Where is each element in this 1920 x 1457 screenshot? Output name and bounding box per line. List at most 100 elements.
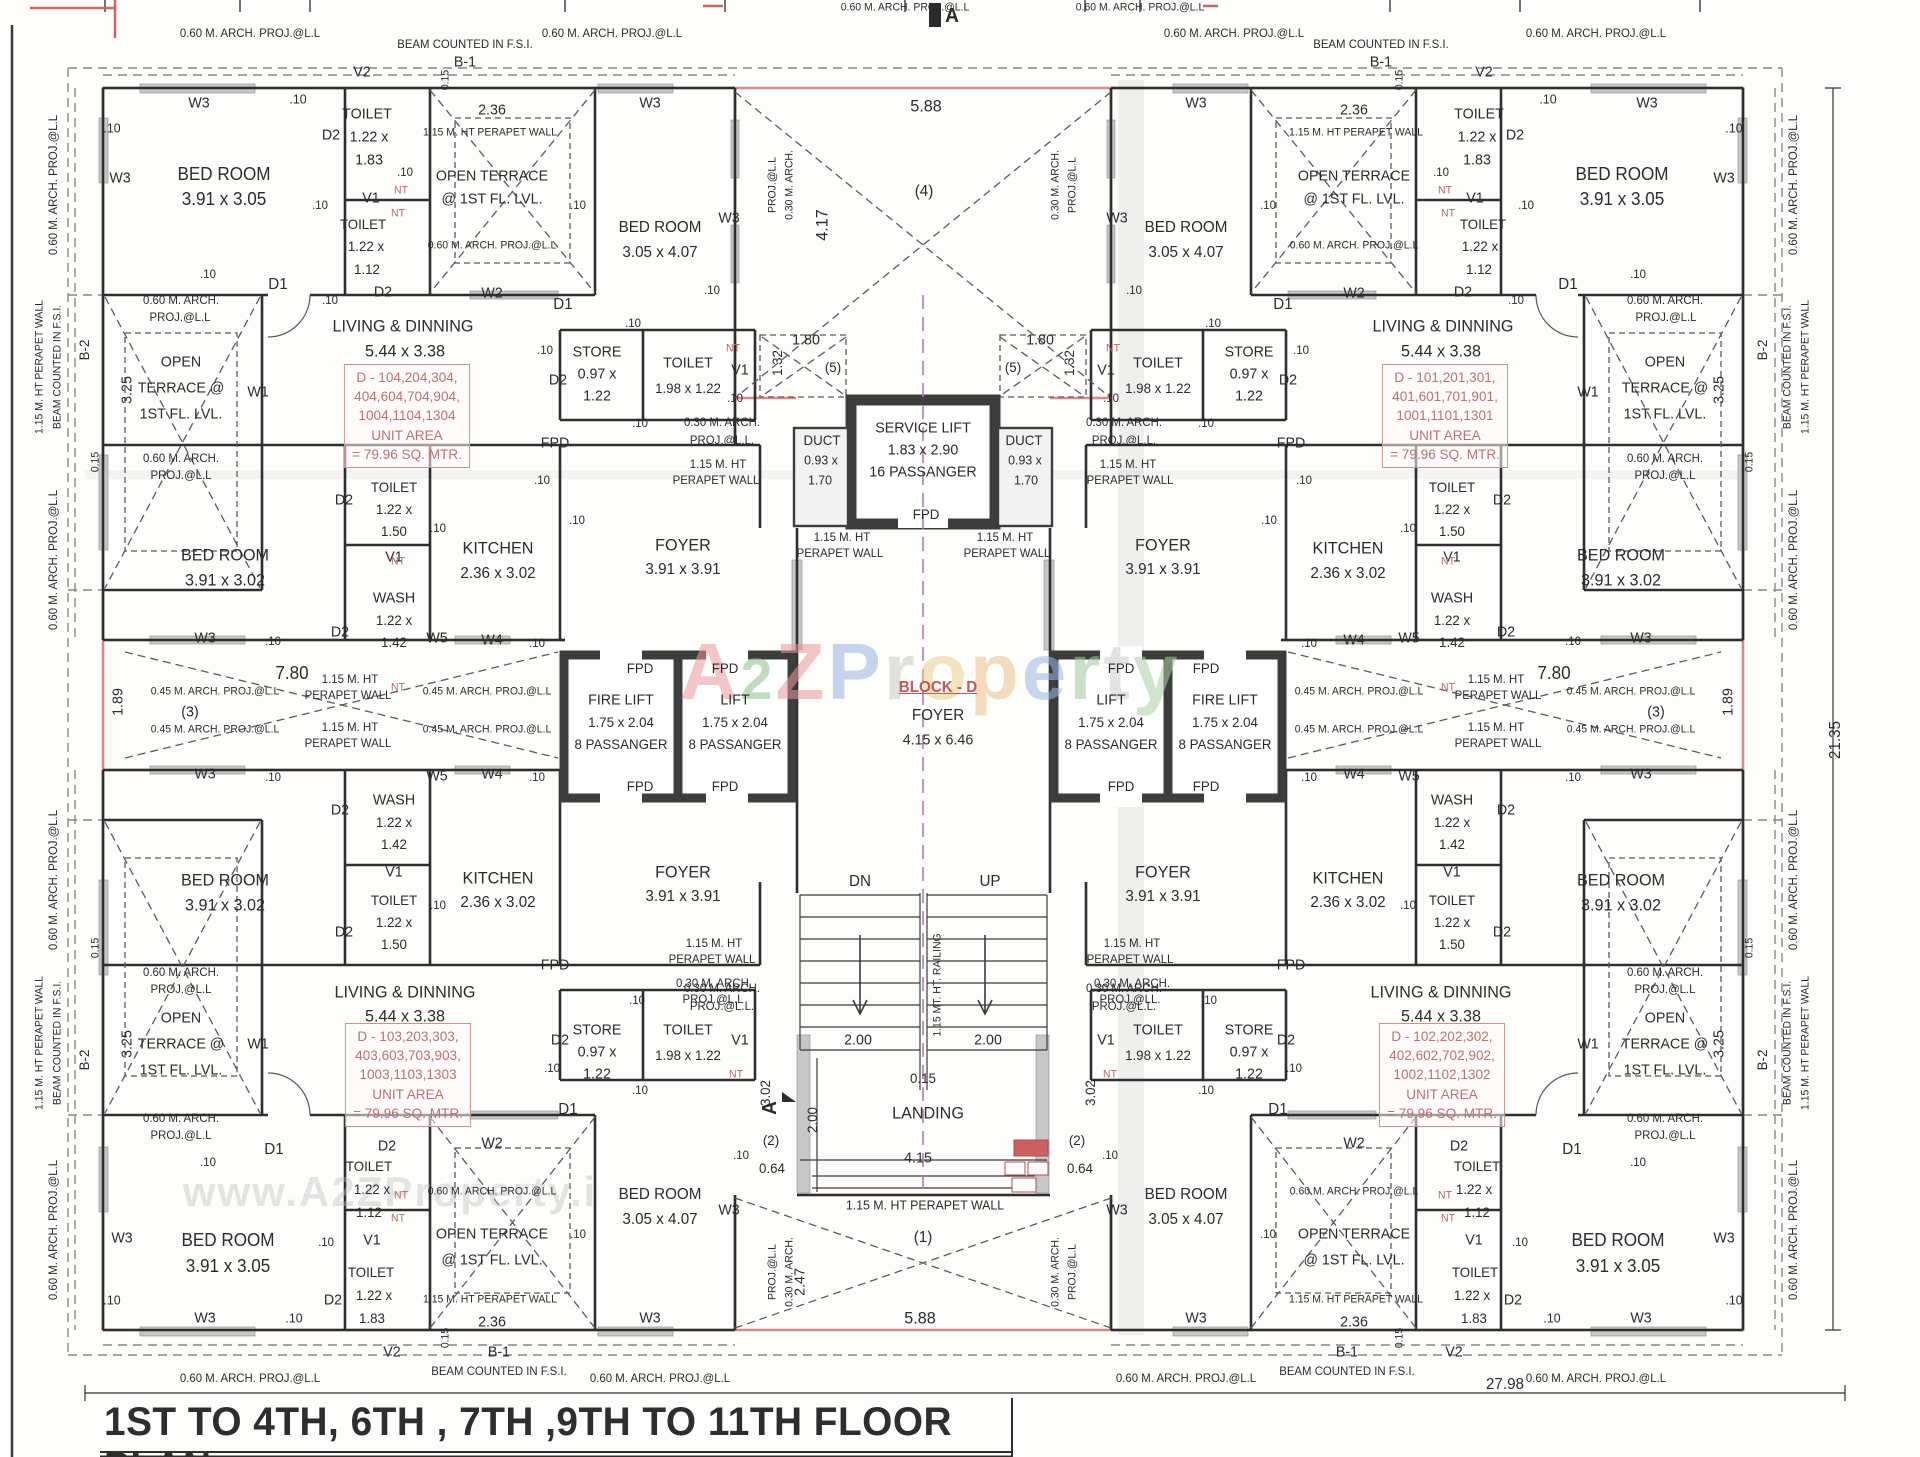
plan-label: 27.98 bbox=[1485, 1376, 1525, 1393]
plan-label: .10 bbox=[289, 91, 307, 107]
plan-label: PERAPET WALL bbox=[668, 952, 756, 966]
plan-label: 0.60 M. ARCH. PROJ.@L.L bbox=[1786, 809, 1800, 951]
plan-label: W1 bbox=[247, 1035, 269, 1053]
plan-label: .10 bbox=[534, 473, 550, 487]
plan-label: 4.17 bbox=[812, 209, 832, 241]
plan-label: 1.22 x bbox=[349, 128, 389, 146]
plan-label: 0.60 M. ARCH. PROJ.@L.L bbox=[1289, 1185, 1419, 1198]
plan-label: W3 bbox=[718, 1201, 740, 1219]
plan-label: PROJ.@L.L bbox=[1066, 1244, 1079, 1300]
plan-label: BED ROOM bbox=[1575, 164, 1669, 184]
plan-label: .10 bbox=[285, 1310, 303, 1326]
plan-label: .10 bbox=[1725, 1292, 1743, 1308]
plan-label: 1.12 bbox=[1466, 261, 1492, 277]
plan-label: 0.60 M. ARCH. bbox=[142, 1111, 220, 1125]
plan-label: W5 bbox=[1398, 629, 1420, 647]
plan-label: 3.05 x 4.07 bbox=[622, 244, 698, 261]
plan-label: 0.15 bbox=[439, 1327, 452, 1349]
plan-label: 1.12 bbox=[356, 1204, 382, 1220]
plan-label: OPEN bbox=[160, 1009, 202, 1027]
plan-label: D1 bbox=[1268, 1101, 1288, 1118]
plan-label: 0.97 x bbox=[577, 365, 617, 383]
plan-label: 2.00 bbox=[974, 1031, 1002, 1049]
plan-label: BEAM COUNTED IN F.S.I. bbox=[431, 1364, 567, 1378]
plan-label: 1.22 x bbox=[355, 1287, 393, 1303]
plan-label: D1 bbox=[1562, 1141, 1582, 1158]
plan-label: 3.91 x 3.05 bbox=[181, 189, 267, 209]
plan-label: KITCHEN bbox=[1312, 868, 1384, 888]
watermark-center: A2Z Property bbox=[680, 626, 1181, 718]
plan-label: D2 bbox=[1276, 1031, 1296, 1049]
plan-label: FPD bbox=[540, 434, 570, 452]
plan-label: V1 bbox=[385, 863, 403, 881]
plan-label: PROJ.@L.L bbox=[150, 982, 212, 996]
plan-label: 1.22 x bbox=[1461, 238, 1499, 254]
watermark-letter: r bbox=[883, 627, 918, 716]
plan-label: 0.60 M. ARCH. PROJ.@L.L bbox=[1786, 1159, 1800, 1301]
plan-label: FPD bbox=[711, 660, 739, 676]
plan-label: .10 bbox=[569, 513, 585, 527]
plan-label: 1.22 x bbox=[347, 238, 385, 254]
plan-label: OPEN TERRACE bbox=[1297, 167, 1411, 185]
plan-label: 0.60 M. ARCH. PROJ.@L.L bbox=[46, 809, 60, 951]
plan-label: 2.36 x 3.02 bbox=[460, 894, 536, 911]
plan-label: 0.30 M. ARCH. bbox=[783, 150, 796, 220]
plan-label: 1.22 x bbox=[1455, 1181, 1493, 1197]
plan-label: LANDING bbox=[892, 1103, 964, 1123]
plan-label: 0.45 M. ARCH. PROJ.@L.L bbox=[1566, 685, 1696, 698]
plan-label: PROJ.@L.L bbox=[682, 992, 744, 1006]
plan-label: NT bbox=[726, 342, 740, 355]
plan-label: 5.88 bbox=[904, 1308, 936, 1328]
plan-label: 0.97 x bbox=[1229, 365, 1269, 383]
plan-label: .10 bbox=[265, 770, 281, 784]
plan-label: DN bbox=[849, 873, 871, 890]
plan-label: .10 bbox=[1433, 165, 1449, 179]
plan-label: W2 bbox=[481, 1134, 503, 1152]
plan-label: TOILET bbox=[1133, 354, 1183, 372]
plan-label: 2.36 x 3.02 bbox=[460, 565, 536, 582]
plan-label: D2 bbox=[1492, 491, 1512, 509]
plan-label: 1.15 M. HT bbox=[976, 530, 1034, 544]
fire-hose-symbol bbox=[1004, 1139, 1049, 1193]
plan-label: OPEN TERRACE bbox=[1297, 1225, 1411, 1243]
plan-label: W3 bbox=[1185, 94, 1207, 112]
plan-label: BED ROOM bbox=[1571, 1230, 1665, 1250]
watermark-letter: y bbox=[1132, 627, 1181, 716]
plan-label: .10 bbox=[1103, 391, 1119, 405]
plan-label: TOILET bbox=[1453, 1158, 1501, 1174]
plan-label: 1.15 M. HT PERAPET WALL bbox=[33, 300, 46, 434]
unit-area-box: D - 101,201,301,401,601,701,901,1001,110… bbox=[1381, 364, 1509, 468]
plan-label: PERAPET WALL bbox=[796, 546, 884, 560]
plan-label: 2.36 bbox=[478, 1313, 506, 1331]
plan-label: .10 bbox=[570, 198, 586, 212]
plan-label: 1.75 x 2.04 bbox=[1078, 714, 1144, 730]
plan-label: FPD bbox=[1192, 660, 1220, 676]
plan-label: 0.64 bbox=[759, 1160, 785, 1176]
plan-label: 1.22 bbox=[1235, 1065, 1263, 1083]
plan-label: W4 bbox=[1343, 631, 1365, 649]
plan-label: 1.98 x 1.22 bbox=[1125, 380, 1191, 396]
plan-label: .10 bbox=[1725, 120, 1743, 136]
plan-label: 0.30 M. ARCH. bbox=[783, 1237, 796, 1307]
plan-label: BED ROOM bbox=[1577, 545, 1665, 565]
plan-label: FOYER bbox=[1135, 535, 1191, 555]
plan-label: 0.45 M. ARCH. PROJ.@L.L bbox=[1294, 723, 1424, 736]
plan-label: D1 bbox=[553, 296, 573, 313]
plan-label: .10 bbox=[1198, 416, 1214, 430]
plan-label: D2 bbox=[548, 371, 568, 389]
plan-label: NT bbox=[391, 555, 405, 568]
plan-label: .10 bbox=[1518, 198, 1534, 212]
plan-label: W3 bbox=[1185, 1309, 1207, 1327]
plan-label: WASH bbox=[1430, 791, 1474, 809]
plan-label: .10 bbox=[265, 634, 281, 648]
plan-label: LIVING & DINNING bbox=[1370, 982, 1512, 1002]
plan-label: BED ROOM bbox=[1144, 219, 1228, 236]
plan-label: 0.15 bbox=[1393, 69, 1406, 91]
plan-label: 0.15 bbox=[1743, 937, 1756, 959]
plan-label: PERAPET WALL bbox=[304, 736, 392, 750]
plan-label: .10 bbox=[733, 1148, 749, 1162]
plan-label: TOILET bbox=[1428, 479, 1476, 495]
duct-left bbox=[792, 426, 850, 528]
plan-label: PERAPET WALL bbox=[304, 688, 392, 702]
